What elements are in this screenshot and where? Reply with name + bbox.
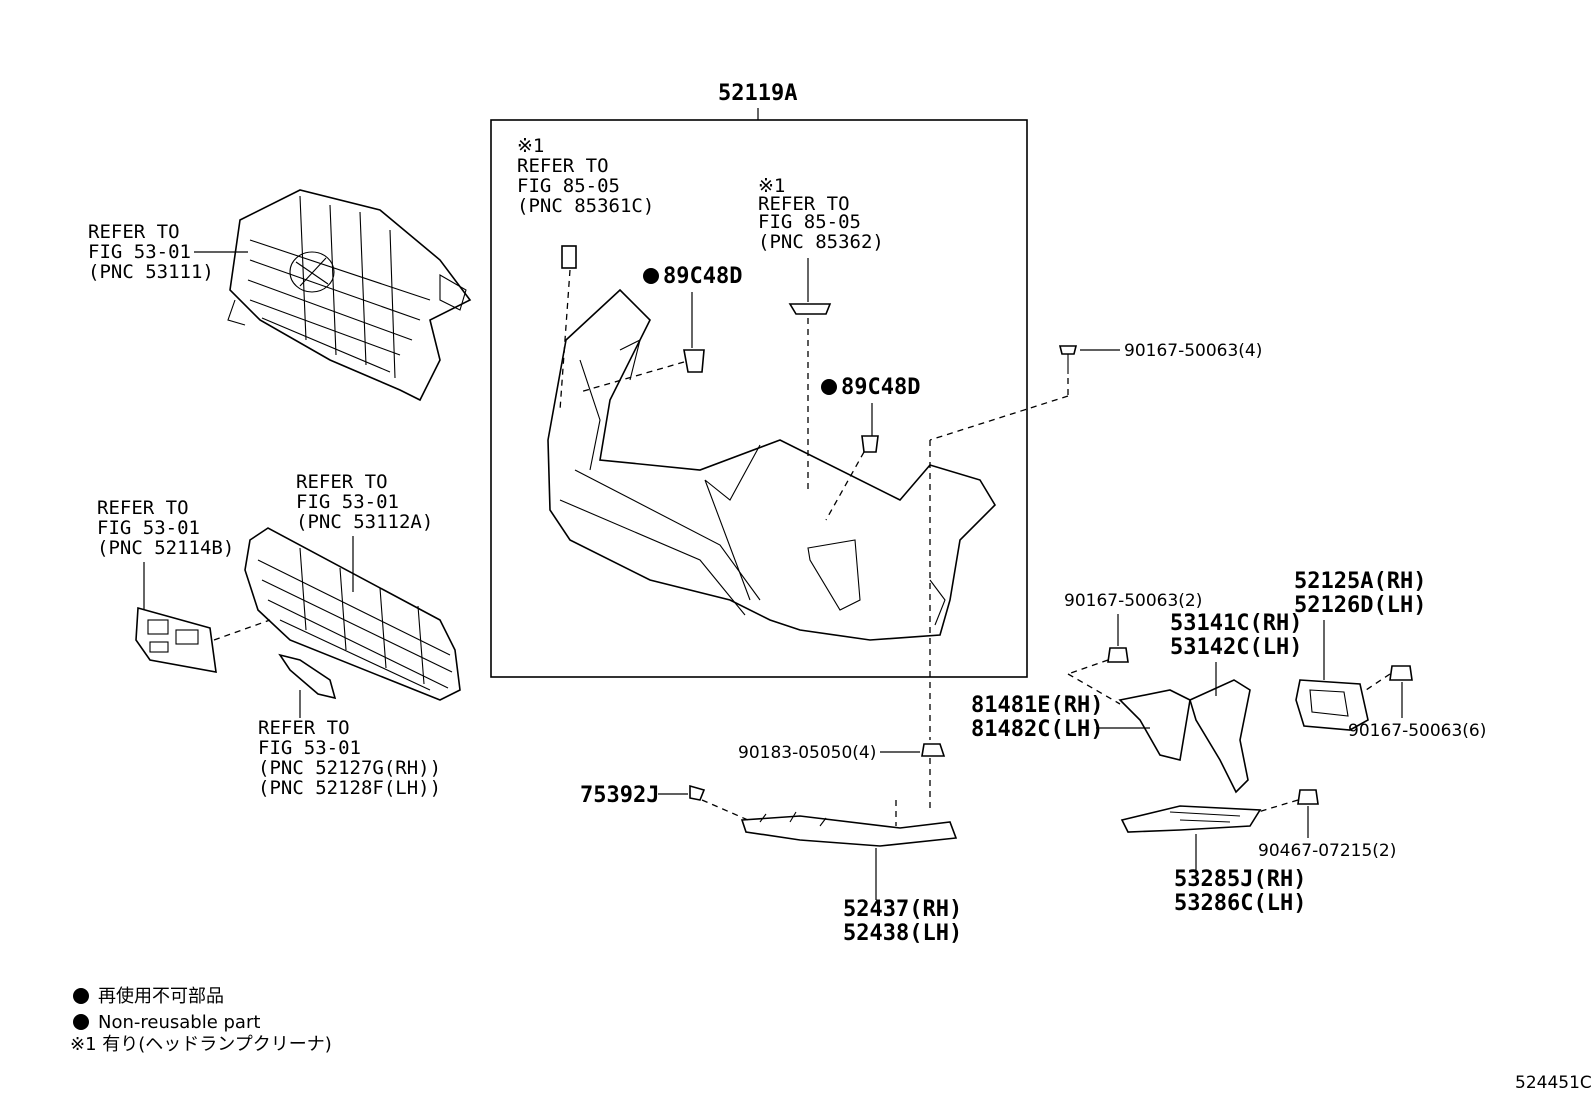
part-52126d-lh-label: 52126D(LH) — [1294, 593, 1426, 618]
fog-garnish-53141c: 53141C(RH) 53142C(LH) — [1170, 611, 1302, 794]
refer-grille-lower-callout: REFER TO FIG 53-01 (PNC 53112A) — [296, 471, 433, 592]
part-53285j-rh-label: 53285J(RH) — [1174, 867, 1306, 892]
part-53286c-lh-label: 53286C(LH) — [1174, 891, 1306, 916]
refer-cover-line3: (PNC 52127G(RH)) — [258, 757, 441, 779]
refer-cover-line1: REFER TO — [258, 717, 350, 739]
refer-headlamp-left-line1: REFER TO — [517, 155, 609, 177]
part-52438-lh-label: 52438(LH) — [843, 921, 962, 946]
assembly-box — [490, 119, 1028, 678]
lower-garnish-53285j: 53285J(RH) 53286C(LH) — [1120, 805, 1306, 916]
part-52125a-rh-label: 52125A(RH) — [1294, 569, 1426, 594]
refer-license-line2: FIG 53-01 — [97, 517, 200, 539]
refer-headlamp-right-line1: REFER TO — [758, 193, 850, 215]
screw-90467-07215-2: 90467-07215(2) — [1257, 789, 1396, 861]
screw-90467-07215-2-label: 90467-07215(2) — [1258, 841, 1396, 861]
screw-90167-50063-6-label: 90167-50063(6) — [1348, 721, 1486, 741]
refer-cover-line4: (PNC 52128F(LH)) — [258, 777, 441, 799]
assembly-label: 52119A — [718, 81, 797, 106]
non-reusable-dot-icon — [643, 268, 659, 284]
screw-90167-50063-6: 90167-50063(6) — [1348, 665, 1486, 741]
refer-grille-lower-line2: FIG 53-01 — [296, 491, 399, 513]
refer-grille-upper-line1: REFER TO — [88, 221, 180, 243]
part-81482c-lh-label: 81482C(LH) — [971, 717, 1103, 742]
screw-90167-50063-4: 90167-50063(4) — [929, 341, 1262, 740]
upper-grille — [227, 189, 472, 402]
assembly-52119a: 52119A — [490, 81, 1028, 678]
clip-89c48d-a: 89C48D — [579, 264, 742, 393]
lower-spoiler: 52437(RH) 52438(LH) — [740, 800, 962, 946]
refer-grille-cover-callout: REFER TO FIG 53-01 (PNC 52127G(RH)) (PNC… — [258, 690, 441, 799]
fog-garnish-81481e: 81481E(RH) 81482C(LH) — [971, 689, 1191, 761]
refer-headlamp-right-mark: ※1 — [758, 175, 785, 197]
non-reusable-dot-icon — [73, 1014, 89, 1030]
legend: 再使用不可部品 Non-reusable part ※1 有り(ヘッドランプクリ… — [70, 986, 332, 1055]
refer-headlamp-left-line3: (PNC 85361C) — [517, 195, 654, 217]
refer-grille-upper-callout: REFER TO FIG 53-01 (PNC 53111) — [88, 221, 248, 283]
part-52437-rh-label: 52437(RH) — [843, 897, 962, 922]
non-reusable-dot-icon — [73, 988, 89, 1004]
clip-89c48d-b: 89C48D — [821, 375, 920, 521]
screw-90167-50063-2-label: 90167-50063(2) — [1064, 591, 1202, 611]
part-81481e-rh-label: 81481E(RH) — [971, 693, 1103, 718]
part-75392j-label: 75392J — [580, 783, 659, 808]
clip-89c48d-b-label: 89C48D — [841, 375, 920, 400]
part-53142c-lh-label: 53142C(LH) — [1170, 635, 1302, 660]
bumper-cover — [547, 288, 997, 641]
screw-90167-50063-4-label: 90167-50063(4) — [1124, 341, 1262, 361]
nut-90183-05050-4-label: 90183-05050(4) — [738, 743, 876, 763]
diagram-code: 524451C — [1515, 1073, 1592, 1093]
lamp-bracket-52125a: 52125A(RH) 52126D(LH) — [1294, 569, 1426, 731]
headlamp-cleaner-cover-right: ※1 REFER TO FIG 85-05 (PNC 85362) — [758, 175, 884, 490]
non-reusable-dot-icon — [821, 379, 837, 395]
legend-en-non-reusable: Non-reusable part — [98, 1012, 260, 1033]
refer-grille-lower-line3: (PNC 53112A) — [296, 511, 433, 533]
refer-license-line1: REFER TO — [97, 497, 189, 519]
part-53141c-rh-label: 53141C(RH) — [1170, 611, 1302, 636]
lower-grille — [244, 527, 461, 701]
nut-90183-05050-4: 90183-05050(4) — [738, 743, 946, 810]
refer-grille-lower-line1: REFER TO — [296, 471, 388, 493]
refer-grille-upper-line3: (PNC 53111) — [88, 261, 214, 283]
license-bracket — [135, 606, 217, 673]
refer-license-bracket-callout: REFER TO FIG 53-01 (PNC 52114B) — [97, 497, 271, 641]
clip-75392j: 75392J — [580, 783, 749, 821]
refer-headlamp-right-line2: FIG 85-05 — [758, 211, 861, 233]
screw-90167-50063-2: 90167-50063(2) — [1064, 591, 1202, 705]
refer-cover-line2: FIG 53-01 — [258, 737, 361, 759]
legend-jp-non-reusable: 再使用不可部品 — [98, 986, 224, 1007]
legend-note-1: ※1 有り(ヘッドランプクリーナ) — [70, 1034, 332, 1055]
refer-headlamp-left-mark: ※1 — [517, 135, 544, 157]
refer-grille-upper-line2: FIG 53-01 — [88, 241, 191, 263]
headlamp-cleaner-cover-left: ※1 REFER TO FIG 85-05 (PNC 85361C) — [517, 135, 654, 411]
refer-headlamp-right-line3: (PNC 85362) — [758, 231, 884, 253]
refer-headlamp-left-line2: FIG 85-05 — [517, 175, 620, 197]
refer-license-line3: (PNC 52114B) — [97, 537, 234, 559]
clip-89c48d-a-label: 89C48D — [663, 264, 742, 289]
grille-cover — [278, 653, 337, 700]
